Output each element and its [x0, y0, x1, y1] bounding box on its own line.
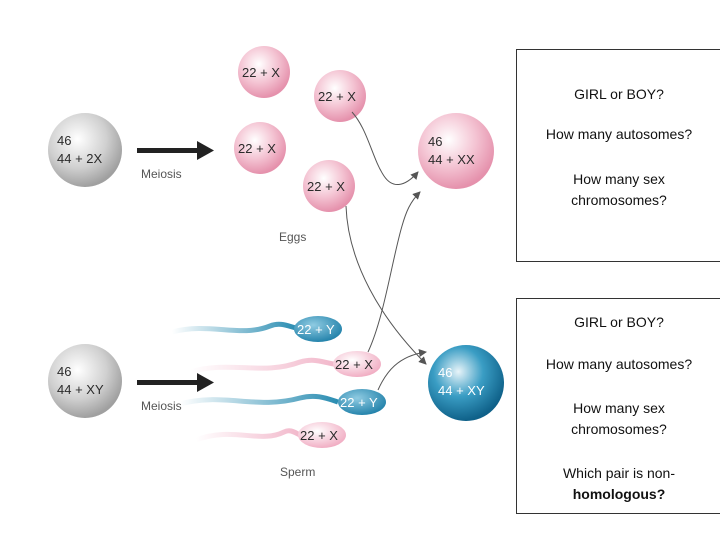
- egg-label: 22 + X: [318, 89, 356, 104]
- father-cell: 46 44 + XY: [48, 344, 122, 418]
- daughter-karyotype: 44 + XX: [428, 152, 475, 167]
- sperm-label: 22 + Y: [340, 395, 378, 410]
- daughter-chromosome-count: 46: [428, 134, 442, 149]
- question-sex-chromosomes-line1: How many sex: [573, 400, 665, 416]
- question-autosomes: How many autosomes?: [545, 126, 693, 142]
- question-girl-or-boy: GIRL or BOY?: [574, 86, 664, 102]
- question-sex-chromosomes-line2: chromosomes?: [571, 192, 667, 208]
- top-meiosis-label: Meiosis: [141, 167, 182, 181]
- sperm-cell: 22 + X: [333, 351, 381, 377]
- top-meiosis-arrow: Meiosis: [137, 141, 214, 181]
- question-non-homologous-line2: homologous?: [572, 486, 666, 502]
- question-non-homologous-line1: Which pair is non-: [562, 465, 676, 481]
- fertilization-arrow: [351, 111, 419, 185]
- sperm-tail: [171, 321, 297, 335]
- sperm-cell: 22 + X: [298, 422, 346, 448]
- bottom-meiosis-label: Meiosis: [141, 399, 182, 413]
- sperm-cell: 22 + Y: [338, 389, 386, 415]
- egg-cell: 22 + X: [234, 122, 286, 174]
- egg-label: 22 + X: [307, 179, 345, 194]
- question-sex-chromosomes-line2: chromosomes?: [571, 421, 667, 437]
- daughter-zygote: 46 44 + XX: [418, 113, 494, 189]
- father-chromosome-count: 46: [57, 364, 71, 379]
- fertilization-arrow: [377, 349, 427, 391]
- sperm-tail: [195, 428, 302, 443]
- question-autosomes: How many autosomes?: [545, 356, 693, 372]
- sperm-label: 22 + Y: [297, 322, 335, 337]
- sperm-tail: [189, 357, 335, 375]
- question-sex-chromosomes-line1: How many sex: [573, 171, 665, 187]
- eggs-label: Eggs: [279, 230, 306, 244]
- egg-cell: 22 + X: [314, 70, 366, 122]
- sperm-label: 22 + X: [300, 428, 338, 443]
- mother-chromosome-count: 46: [57, 133, 71, 148]
- son-karyotype: 44 + XY: [438, 383, 485, 398]
- sperm-cell: 22 + Y: [294, 316, 342, 342]
- egg-label: 22 + X: [238, 141, 276, 156]
- fertilization-arrow: [367, 191, 421, 353]
- father-karyotype: 44 + XY: [57, 382, 104, 397]
- fertilization-arrow: [345, 205, 427, 365]
- bottom-meiosis-arrow: Meiosis: [137, 373, 214, 413]
- son-chromosome-count: 46: [438, 365, 452, 380]
- question-box-son: GIRL or BOY? How many autosomes? How man…: [516, 298, 720, 514]
- mother-karyotype: 44 + 2X: [57, 151, 103, 166]
- mother-cell: 46 44 + 2X: [48, 113, 122, 187]
- egg-cell: 22 + X: [303, 160, 355, 212]
- egg-cell: 22 + X: [238, 46, 290, 98]
- sperm-label-caption: Sperm: [280, 465, 315, 479]
- sperm-label: 22 + X: [335, 357, 373, 372]
- question-box-daughter: GIRL or BOY? How many autosomes? How man…: [516, 49, 720, 262]
- egg-label: 22 + X: [242, 65, 280, 80]
- question-girl-or-boy: GIRL or BOY?: [574, 314, 664, 330]
- son-zygote: 46 44 + XY: [428, 345, 504, 421]
- sperm-tail: [179, 393, 339, 407]
